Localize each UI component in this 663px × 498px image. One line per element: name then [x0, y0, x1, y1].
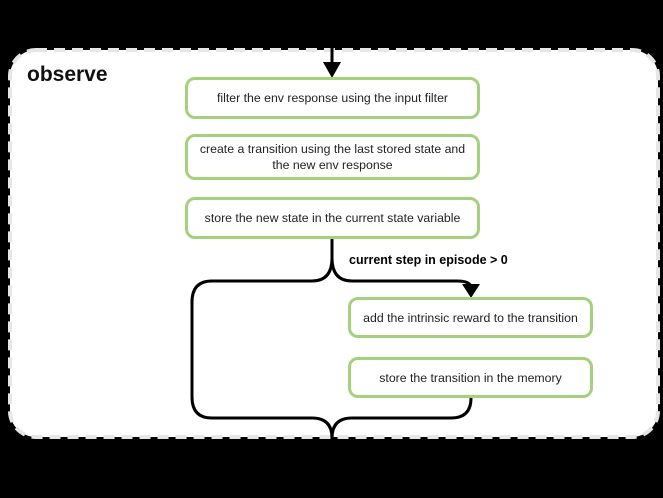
flow-node-store-transition: store the transition in the memory	[348, 357, 593, 398]
observe-container-outline	[8, 48, 660, 439]
condition-arrowhead-icon	[462, 284, 480, 298]
flow-node-filter-env-response: filter the env response using the input …	[185, 77, 480, 119]
condition-label: current step in episode > 0	[349, 253, 508, 267]
flow-node-store-new-state: store the new state in the current state…	[185, 197, 480, 239]
flow-node-add-intrinsic-reward: add the intrinsic reward to the transiti…	[348, 297, 593, 338]
bypass-connector	[190, 257, 334, 462]
entry-arrowhead-icon	[323, 62, 341, 78]
flow-node-create-transition: create a transition using the last store…	[185, 134, 480, 180]
merge-connector	[330, 397, 473, 439]
function-title: observe	[27, 63, 108, 86]
